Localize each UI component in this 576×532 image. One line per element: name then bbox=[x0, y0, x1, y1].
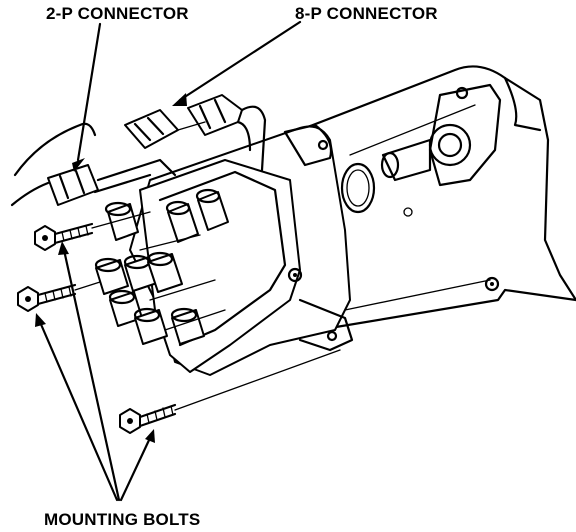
label-8p-connector: 8-P CONNECTOR bbox=[295, 4, 438, 23]
eight-pin-connector bbox=[124, 94, 267, 172]
label-mounting-bolts: MOUNTING BOLTS bbox=[44, 510, 201, 529]
bolt-alignment-lines bbox=[74, 211, 341, 411]
distributor-assembly bbox=[94, 123, 354, 376]
cylinder-head bbox=[298, 65, 576, 332]
o-ring bbox=[340, 162, 376, 214]
mounting-bolt-1 bbox=[34, 222, 94, 251]
mounting-bolt-2 bbox=[17, 283, 77, 312]
label-2p-connector: 2-P CONNECTOR bbox=[46, 4, 189, 23]
mounting-bolt-3 bbox=[119, 403, 177, 434]
callout-arrows bbox=[35, 20, 302, 502]
